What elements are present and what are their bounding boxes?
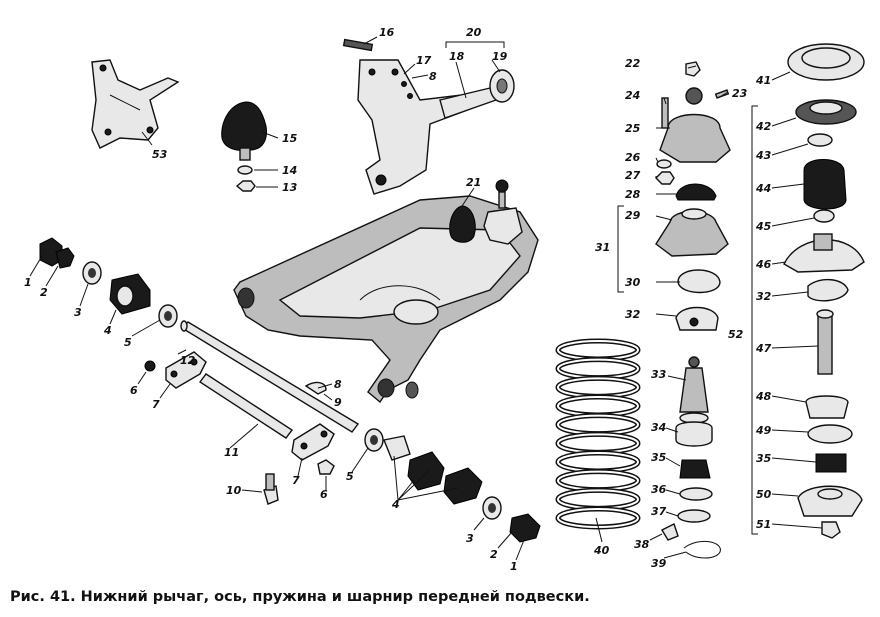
label-2-left: 2	[40, 286, 48, 299]
left-bushing-set	[39, 237, 207, 389]
part-11-bolt	[198, 373, 294, 439]
label-20: 20	[466, 26, 482, 39]
label-26: 26	[625, 151, 641, 164]
label-34: 34	[651, 421, 666, 434]
label-12: 12	[180, 354, 196, 367]
label-18: 18	[449, 50, 465, 63]
label-17: 17	[416, 54, 432, 67]
label-33: 33	[651, 368, 667, 381]
label-32-left: 32	[625, 308, 641, 321]
label-52: 52	[728, 328, 744, 341]
label-40: 40	[593, 544, 610, 557]
label-49: 49	[755, 424, 772, 437]
part-53-steering-arm-bracket	[91, 59, 180, 149]
figure-caption: Рис. 41. Нижний рычаг, ось, пружина и ша…	[10, 589, 590, 605]
spring-coil-highlight	[557, 489, 639, 510]
shock-absorber-parts	[661, 356, 721, 559]
part-12-inner-axle	[180, 320, 360, 433]
spring-coil-highlight	[557, 396, 639, 416]
label-6-left: 6	[130, 384, 138, 397]
ball-joint-assembly	[655, 61, 731, 331]
label-24: 24	[625, 89, 640, 102]
label-14: 14	[282, 164, 297, 177]
label-6-right: 6	[320, 488, 328, 501]
leader-lines	[29, 36, 823, 561]
label-35-right: 35	[756, 452, 772, 465]
spring-coil-highlight	[557, 414, 639, 435]
label-3-left: 3	[74, 306, 82, 319]
label-50: 50	[756, 488, 772, 501]
label-23: 23	[732, 87, 748, 100]
spring-coil-highlight	[557, 358, 639, 379]
label-48: 48	[755, 390, 772, 403]
label-9: 9	[334, 396, 342, 409]
label-30: 30	[625, 276, 641, 289]
label-19: 19	[492, 50, 508, 63]
label-25: 25	[625, 122, 641, 135]
label-37: 37	[651, 505, 667, 518]
label-22: 22	[625, 57, 641, 70]
part-21-lower-control-arm	[233, 179, 539, 404]
label-42: 42	[755, 120, 772, 133]
label-27: 27	[625, 169, 641, 182]
label-11: 11	[224, 446, 239, 459]
label-4-left: 4	[103, 324, 112, 337]
label-7-left: 7	[152, 398, 160, 411]
label-39: 39	[651, 557, 667, 570]
upper-strut-stack	[783, 43, 865, 539]
label-21: 21	[466, 176, 481, 189]
right-bushing-set	[263, 381, 541, 543]
label-41: 41	[755, 74, 771, 87]
part-15-bump-stop	[221, 101, 267, 192]
part-40-coil-spring	[555, 338, 641, 530]
spring-coil-highlight	[557, 470, 639, 491]
label-46: 46	[755, 258, 772, 271]
spring-coil-highlight	[557, 340, 639, 360]
label-47: 47	[755, 342, 772, 355]
label-45: 45	[755, 220, 772, 233]
label-36: 36	[651, 483, 667, 496]
spring-coil-highlight	[557, 377, 639, 398]
spring-coil-highlight	[557, 452, 639, 472]
label-5-right: 5	[346, 470, 354, 483]
label-10: 10	[226, 484, 242, 497]
label-1-left: 1	[24, 276, 32, 289]
spring-coil-highlight	[557, 433, 639, 454]
label-8-top: 8	[429, 70, 437, 83]
label-4-right: 4	[391, 498, 400, 511]
part-17-18-steering-knuckle	[342, 38, 515, 195]
label-43: 43	[755, 149, 772, 162]
part-number-labels: 53 15 14 13 16 17 8 18 19 20 21 22 23 24…	[24, 26, 772, 573]
label-8-mid: 8	[334, 378, 342, 391]
label-28: 28	[625, 188, 641, 201]
label-35-left: 35	[651, 451, 667, 464]
label-5-left: 5	[124, 336, 132, 349]
label-2-right: 2	[490, 548, 498, 561]
label-44: 44	[755, 182, 771, 195]
label-3-right: 3	[466, 532, 474, 545]
label-13: 13	[282, 181, 298, 194]
label-16: 16	[379, 26, 395, 39]
label-51: 51	[756, 518, 771, 531]
label-38: 38	[634, 538, 650, 551]
label-29: 29	[625, 209, 641, 222]
label-31: 31	[595, 241, 610, 254]
label-7-right: 7	[292, 474, 300, 487]
label-53: 53	[152, 148, 168, 161]
label-32-right: 32	[756, 290, 772, 303]
exploded-view-drawing: 53 15 14 13 16 17 8 18 19 20 21 22 23 24…	[24, 26, 865, 573]
label-15: 15	[282, 132, 298, 145]
label-1-right: 1	[510, 560, 518, 573]
